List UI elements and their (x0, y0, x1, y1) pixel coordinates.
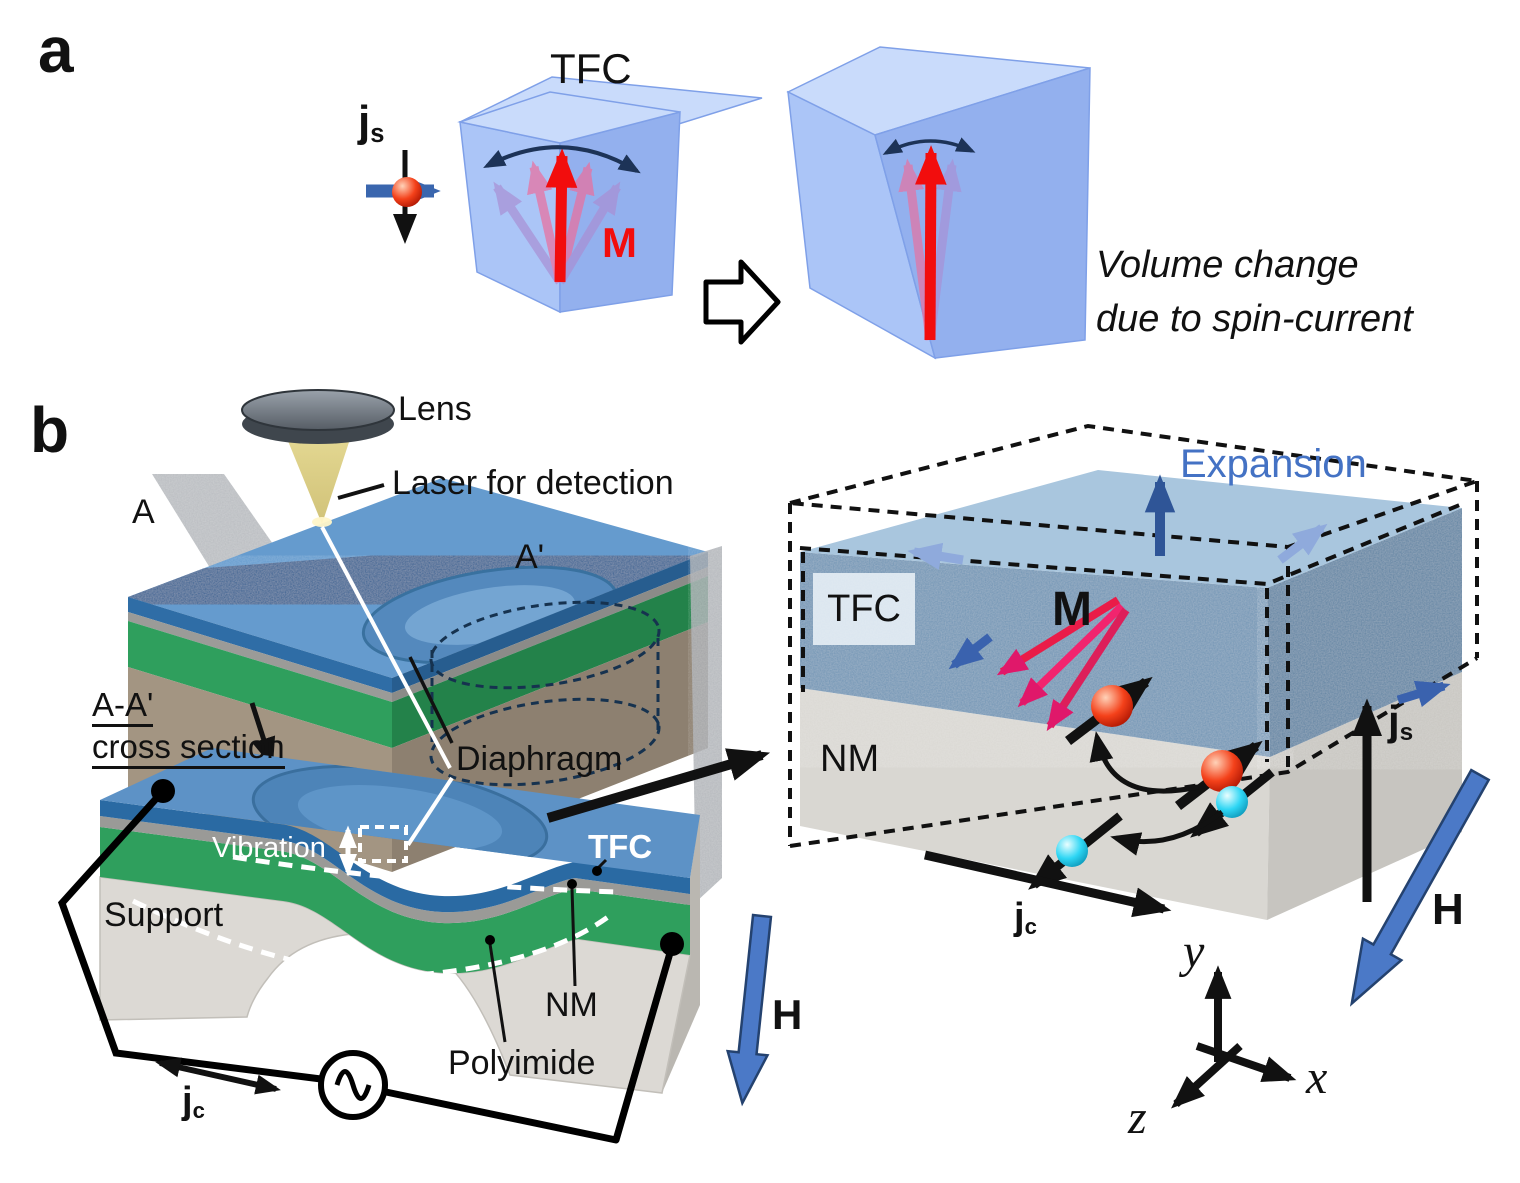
laser-label: Laser for detection (392, 464, 674, 502)
diaphragm-label: Diaphragm (456, 740, 623, 778)
jc-arrow (924, 850, 1172, 918)
nm-layer (100, 816, 690, 924)
jc-double-arrow (155, 1057, 281, 1095)
diaphragm-leader-2 (406, 776, 454, 847)
jc-right-sub: c (1024, 913, 1037, 939)
magnetization-label-a: M (602, 219, 637, 266)
electron-sphere (392, 177, 422, 207)
nm-leader (570, 887, 577, 987)
section-title-2: cross section (92, 730, 285, 769)
magnified-region-box (358, 825, 408, 863)
caption-line1: Volume change (1096, 244, 1359, 286)
electrode-left (151, 779, 175, 803)
section-a-label: A (132, 493, 155, 531)
expansion-label: Expansion (1180, 442, 1367, 486)
field-arrow-right (1349, 768, 1491, 1007)
magnetization-arrow-before (545, 148, 578, 283)
expansion-arrow-upright (1277, 523, 1328, 564)
cut-plane-lower (690, 546, 722, 902)
jc-label-right: jc (1014, 896, 1037, 939)
deflection-dashed-upper (232, 854, 619, 895)
panel-b-cross-section (57, 526, 773, 1144)
nm-label-xsec: NM (545, 986, 598, 1024)
polyimide-label: Polyimide (448, 1044, 596, 1082)
axis-y-label: y (1183, 925, 1205, 978)
coordinate-axes (1171, 965, 1297, 1109)
axis-x-arrow (1195, 1042, 1297, 1082)
js-main: j (358, 97, 371, 146)
wire-right (385, 945, 676, 1144)
laser-spot (312, 517, 332, 527)
spin-current-electron (366, 150, 441, 244)
laser-beam-cone (281, 424, 355, 524)
laser-leader-line (337, 483, 385, 500)
magnetization-arrow-after (914, 145, 947, 341)
nm-leader-dot (567, 879, 577, 889)
deflection-dashed-lower (131, 898, 610, 978)
jc-sub: c (192, 1097, 205, 1123)
jc-main: j (182, 1080, 193, 1122)
polyimide-leader (488, 943, 507, 1043)
tfc-label-box: TFC (813, 573, 915, 645)
js-sub: s (370, 119, 385, 148)
ac-sine-icon (334, 1069, 372, 1101)
tfc-label-xsec: TFC (588, 828, 653, 865)
expansion-arrow-downleft (948, 633, 993, 670)
spin-scatter-arc-up (1089, 731, 1199, 794)
lens-label: Lens (398, 390, 472, 428)
expansion-arrow-right (1396, 680, 1451, 708)
electrode-right (660, 932, 684, 956)
diaphragm-leader-1 (320, 526, 452, 769)
section-title-1: A-A' (92, 688, 154, 727)
field-label-left: H (772, 991, 803, 1038)
spin-down-electron-2 (1028, 812, 1123, 890)
panel-a-graphics (366, 46, 1091, 360)
panel-b-magnified (546, 423, 1491, 1109)
spin-current-label-a: js (358, 97, 384, 147)
cross-section-arrow (249, 702, 276, 768)
spin-scatter-arc-down (1110, 810, 1224, 856)
precession-arc-after (882, 137, 976, 155)
tfc-layer (100, 800, 690, 913)
panel-a-label: a (38, 14, 74, 86)
transition-arrow-icon (703, 259, 781, 345)
js-right-sub: s (1399, 719, 1414, 747)
magnetization-label-right: M (1052, 583, 1092, 636)
jc-label-left: jc (182, 1080, 205, 1123)
field-label-right: H (1432, 885, 1464, 934)
js-label-right: js (1388, 697, 1413, 746)
js-right-main: j (1388, 697, 1400, 744)
polyimide-leader-dot (485, 935, 495, 945)
support-label: Support (104, 896, 224, 934)
precession-arc-before (483, 145, 641, 174)
magnetization-fan (996, 596, 1130, 732)
section-a-prime-label: A' (515, 538, 545, 576)
magnify-arrow (546, 748, 771, 823)
tfc-label-right: TFC (827, 587, 901, 630)
nm-label-right: NM (820, 738, 880, 780)
spin-up-electron-2 (1174, 740, 1263, 810)
vibration-label: Vibration (212, 832, 326, 864)
lens-icon (241, 389, 395, 431)
polyimide-layer (100, 827, 690, 974)
spin-up-electron-1 (1064, 676, 1153, 745)
axis-x-label: x (1306, 1051, 1328, 1104)
tfc-top-face (800, 470, 1462, 588)
cube-top-face2 (457, 91, 681, 144)
tfc-cube-after (786, 46, 1091, 360)
caption-line2: due to spin-current (1096, 298, 1413, 340)
diaphragm-leader-black (408, 656, 454, 744)
axis-z-label: z (1128, 1091, 1147, 1144)
tfc-track-stripe (128, 530, 708, 630)
jc-right-main: j (1014, 896, 1025, 938)
nm-front-left-face (800, 688, 1270, 920)
expansion-arrow-left (907, 542, 964, 570)
axis-z-arrow (1171, 1043, 1243, 1109)
panel-b-label: b (30, 394, 70, 466)
tfc-front-right-face (1267, 508, 1462, 757)
tfc-leader-dot (592, 866, 602, 876)
tfc-label-a: TFC (550, 45, 632, 92)
field-arrow-left (725, 913, 773, 1107)
